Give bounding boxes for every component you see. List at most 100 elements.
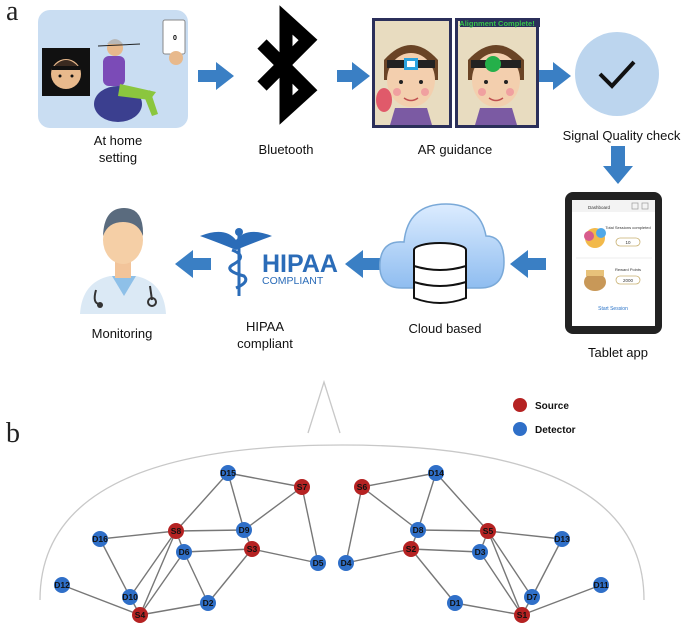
connection-D15-S7: [227, 472, 303, 488]
detector-node-d12: [54, 577, 70, 593]
legend-detector-label: Detector: [535, 425, 576, 436]
signal-check-circle: [575, 32, 659, 116]
connection-S8-D16: [99, 530, 177, 540]
source-label-s8: S8: [171, 526, 182, 536]
source-node-s2: [403, 541, 419, 557]
detector-node-d2: [200, 595, 216, 611]
source-label-s6: S6: [357, 482, 368, 492]
connection-D14-S5: [435, 472, 489, 532]
connection-D12-S4: [61, 584, 141, 616]
connection-D16-D10: [99, 538, 131, 598]
connection-S2-D4: [345, 548, 412, 564]
detector-label-d6: D6: [179, 547, 190, 557]
connection-S3-D5: [251, 548, 319, 564]
source-node-s4: [132, 607, 148, 623]
arrow-right-3: [538, 62, 571, 90]
detector-node-d10: [122, 589, 138, 605]
source-label-s4: S4: [135, 610, 146, 620]
caption-bluetooth: Bluetooth: [258, 142, 314, 157]
tablet-header: Dashboard: [588, 205, 611, 210]
connection-D15-S8: [175, 472, 229, 532]
hipaa-logo: [200, 228, 272, 296]
source-node-s5: [480, 523, 496, 539]
home-phone-value: 0: [173, 35, 177, 42]
nose-outline: [307, 379, 341, 434]
detector-node-d15: [220, 465, 236, 481]
detector-node-d13: [554, 531, 570, 547]
detector-label-d12: D12: [54, 580, 70, 590]
legend-source-label: Source: [535, 401, 569, 412]
detector-label-d14: D14: [428, 468, 444, 478]
head-outline: [39, 444, 645, 601]
detector-node-d8: [410, 522, 426, 538]
detector-label-d11: D11: [593, 580, 608, 590]
arrow-left-3: [175, 250, 211, 278]
caption-tablet: Tablet app: [588, 345, 648, 360]
detector-label-d3: D3: [475, 547, 486, 557]
detector-label-d4: D4: [341, 558, 352, 568]
caption-monitoring: Monitoring: [91, 326, 153, 341]
bluetooth-icon: [257, 5, 318, 125]
ar-banner: Alignment Complete!: [459, 19, 534, 28]
tablet-row1-value: 10: [625, 240, 631, 245]
connection-S8-S4: [139, 530, 177, 616]
connection-S7-D9: [243, 486, 303, 531]
detector-label-d5: D5: [313, 558, 324, 568]
source-label-s3: S3: [247, 544, 258, 554]
detector-node-d7: [524, 589, 540, 605]
connection-S6-D8: [361, 486, 419, 531]
hipaa-logo-main: HIPAA: [262, 250, 338, 278]
connection-S5-S1: [487, 530, 523, 616]
source-node-s6: [354, 479, 370, 495]
connection-D15-D9: [227, 472, 245, 531]
caption-hipaa: HIPAA compliant: [237, 319, 293, 351]
source-node-s7: [294, 479, 310, 495]
source-label-s5: S5: [483, 526, 494, 536]
connection-S7-D5: [301, 486, 319, 564]
cloud-database-icon: [379, 203, 505, 304]
detector-label-d13: D13: [554, 534, 570, 544]
tablet-illustration: [565, 192, 662, 334]
hipaa-logo-sub: COMPLIANT: [262, 275, 324, 287]
detector-label-d2: D2: [203, 598, 214, 608]
detector-label-d7: D7: [527, 592, 538, 602]
connection-S8-D10: [129, 530, 177, 598]
detector-label-d16: D16: [92, 534, 108, 544]
detector-node-d9: [236, 522, 252, 538]
detector-node-d6: [176, 544, 192, 560]
detector-label-d8: D8: [413, 525, 424, 535]
detector-node-d11: [593, 577, 609, 593]
detector-label-d9: D9: [239, 525, 250, 535]
detector-node-d5: [310, 555, 326, 571]
ar-guidance-illustration: [372, 18, 540, 128]
connection-S2-D1: [410, 548, 456, 604]
connection-D6-S3: [183, 548, 253, 553]
connection-D6-S4: [139, 551, 185, 616]
connection-S8-D9: [175, 529, 245, 532]
source-node-s8: [168, 523, 184, 539]
detector-node-d1: [447, 595, 463, 611]
checkmark-icon: [598, 60, 636, 89]
connection-S6-D14: [361, 472, 437, 488]
source-node-s1: [514, 607, 530, 623]
doctor-icon: [80, 208, 166, 314]
caption-ar: AR guidance: [417, 142, 493, 157]
connection-D1-S1: [454, 602, 523, 616]
caption-home: At home setting: [93, 133, 143, 165]
arrow-right-1: [198, 62, 234, 90]
connection-S5-D7: [487, 530, 533, 598]
legend-source-marker: [513, 398, 527, 412]
caption-signal: Signal Quality check: [562, 128, 681, 143]
connection-D3-S1: [479, 551, 523, 616]
source-label-s7: S7: [297, 482, 308, 492]
panel-b-letter: b: [6, 418, 20, 449]
detector-node-d16: [92, 531, 108, 547]
connection-D6-D2: [183, 551, 209, 604]
connection-S3-D2: [207, 548, 253, 604]
optode-network: S7S8S3S4D15D9D16D6D5D12D10D2S6S5S2S1D14D…: [54, 465, 609, 623]
connection-S6-D4: [345, 486, 363, 564]
arrow-down: [603, 146, 633, 184]
tablet-row1-text: Total Sessions completed: [605, 225, 650, 230]
connection-D8-S5: [417, 529, 489, 532]
